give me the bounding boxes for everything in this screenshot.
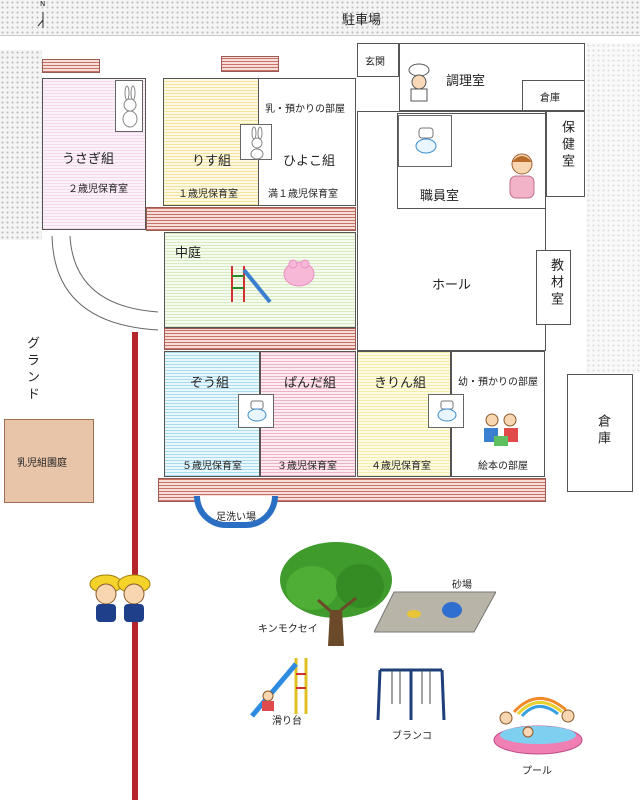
hall-label: ホール — [432, 278, 472, 293]
youji-top: 幼・預かりの部屋 — [458, 377, 538, 388]
genkan-label: 玄関 — [365, 57, 385, 68]
curved-walkway — [51, 236, 159, 331]
corridor-top — [146, 207, 356, 231]
rabbit-toilet-icon — [122, 85, 138, 128]
usagi-name: うさぎ組 — [62, 152, 115, 167]
rabbit-toilet-icon-2 — [250, 126, 264, 160]
swing-label: ブランコ — [392, 731, 432, 742]
sandbox-icon — [374, 591, 496, 633]
risu-name: りす組 — [192, 154, 232, 169]
nakaniwa-label: 中庭 — [175, 246, 202, 261]
compass-arrow-icon — [37, 12, 44, 28]
room-youji — [451, 351, 545, 477]
kirin-sub: ４歳児保育室 — [371, 461, 431, 472]
red-path-line — [132, 332, 138, 800]
staff-toilet-box — [398, 115, 452, 167]
hoken-label: 保健室 — [559, 120, 574, 171]
kids-with-hats-icon — [89, 574, 151, 622]
slide-icon — [250, 658, 308, 718]
room-genkan — [357, 43, 399, 77]
staff-person-icon — [509, 153, 535, 199]
chouri-label: 調理室 — [446, 74, 486, 89]
room-chouri — [399, 43, 585, 111]
courtyard-slide-icon — [231, 266, 272, 304]
parking-label: 駐車場 — [342, 13, 382, 28]
panda-sub: ３歳児保育室 — [277, 461, 337, 472]
zou-toilet-box — [238, 394, 274, 428]
hiyoko-name: ひよこ組 — [283, 154, 336, 169]
sandbox-label: 砂場 — [452, 580, 472, 591]
room-souko-top — [522, 80, 585, 111]
ashiarai-label: 足洗い場 — [216, 512, 256, 523]
room-souko-right — [567, 374, 633, 492]
pool-label: プール — [522, 766, 552, 777]
souko-right-label: 倉庫 — [595, 414, 610, 448]
toilet-icon-2 — [247, 400, 267, 422]
souko-top-label: 倉庫 — [540, 93, 560, 104]
compass-label: N — [40, 0, 46, 8]
kinmokusei-tree-icon — [280, 542, 392, 646]
kirin-toilet-box — [428, 394, 464, 428]
zou-sub: ５歳児保育室 — [182, 461, 242, 472]
panda-name: ぱんだ組 — [284, 376, 337, 391]
hiyoko-top: 乳・預かりの部屋 — [265, 104, 345, 115]
kyozai-label: 教材室 — [548, 258, 563, 309]
hiyoko-toilet-box — [240, 124, 272, 160]
toilet-icon — [415, 127, 437, 154]
kirin-name: きりん組 — [374, 376, 427, 391]
nyuji-garden-label: 乳児組園庭 — [17, 458, 67, 469]
room-kyozai — [536, 250, 571, 325]
usagi-toilet-box — [115, 80, 143, 132]
toilet-icon-3 — [437, 400, 457, 422]
ashiarai-area — [194, 496, 278, 528]
compass — [36, 4, 50, 30]
courtyard-toy-icon — [283, 259, 315, 287]
corridor-mid — [164, 328, 356, 350]
risu-sub: １歳児保育室 — [178, 189, 238, 200]
usagi-sub: ２歳児保育室 — [68, 184, 128, 195]
yard-dots-right — [586, 43, 640, 373]
room-hiyoko — [258, 78, 356, 206]
room-hoken — [546, 111, 585, 197]
reading-children-icon — [484, 413, 518, 446]
nyuji-garden — [4, 419, 94, 503]
shokuin-label: 職員室 — [420, 189, 460, 204]
parking-area — [0, 0, 640, 36]
yard-dots-left — [0, 50, 42, 240]
room-panda — [260, 351, 356, 477]
hiyoko-sub: 満１歳児保育室 — [268, 189, 338, 200]
roof-tab-mid — [221, 56, 279, 72]
swing-icon — [376, 668, 446, 721]
pool-icon — [493, 697, 583, 755]
slide-label: 滑り台 — [272, 716, 302, 727]
roof-tab-left — [42, 59, 100, 73]
ground-label: グランド — [24, 336, 39, 404]
chef-icon — [408, 63, 430, 102]
tree-label: キンモクセイ — [258, 624, 318, 635]
youji-sub: 絵本の部屋 — [478, 461, 528, 472]
nakaniwa-courtyard — [164, 232, 356, 328]
zou-name: ぞう組 — [190, 376, 230, 391]
